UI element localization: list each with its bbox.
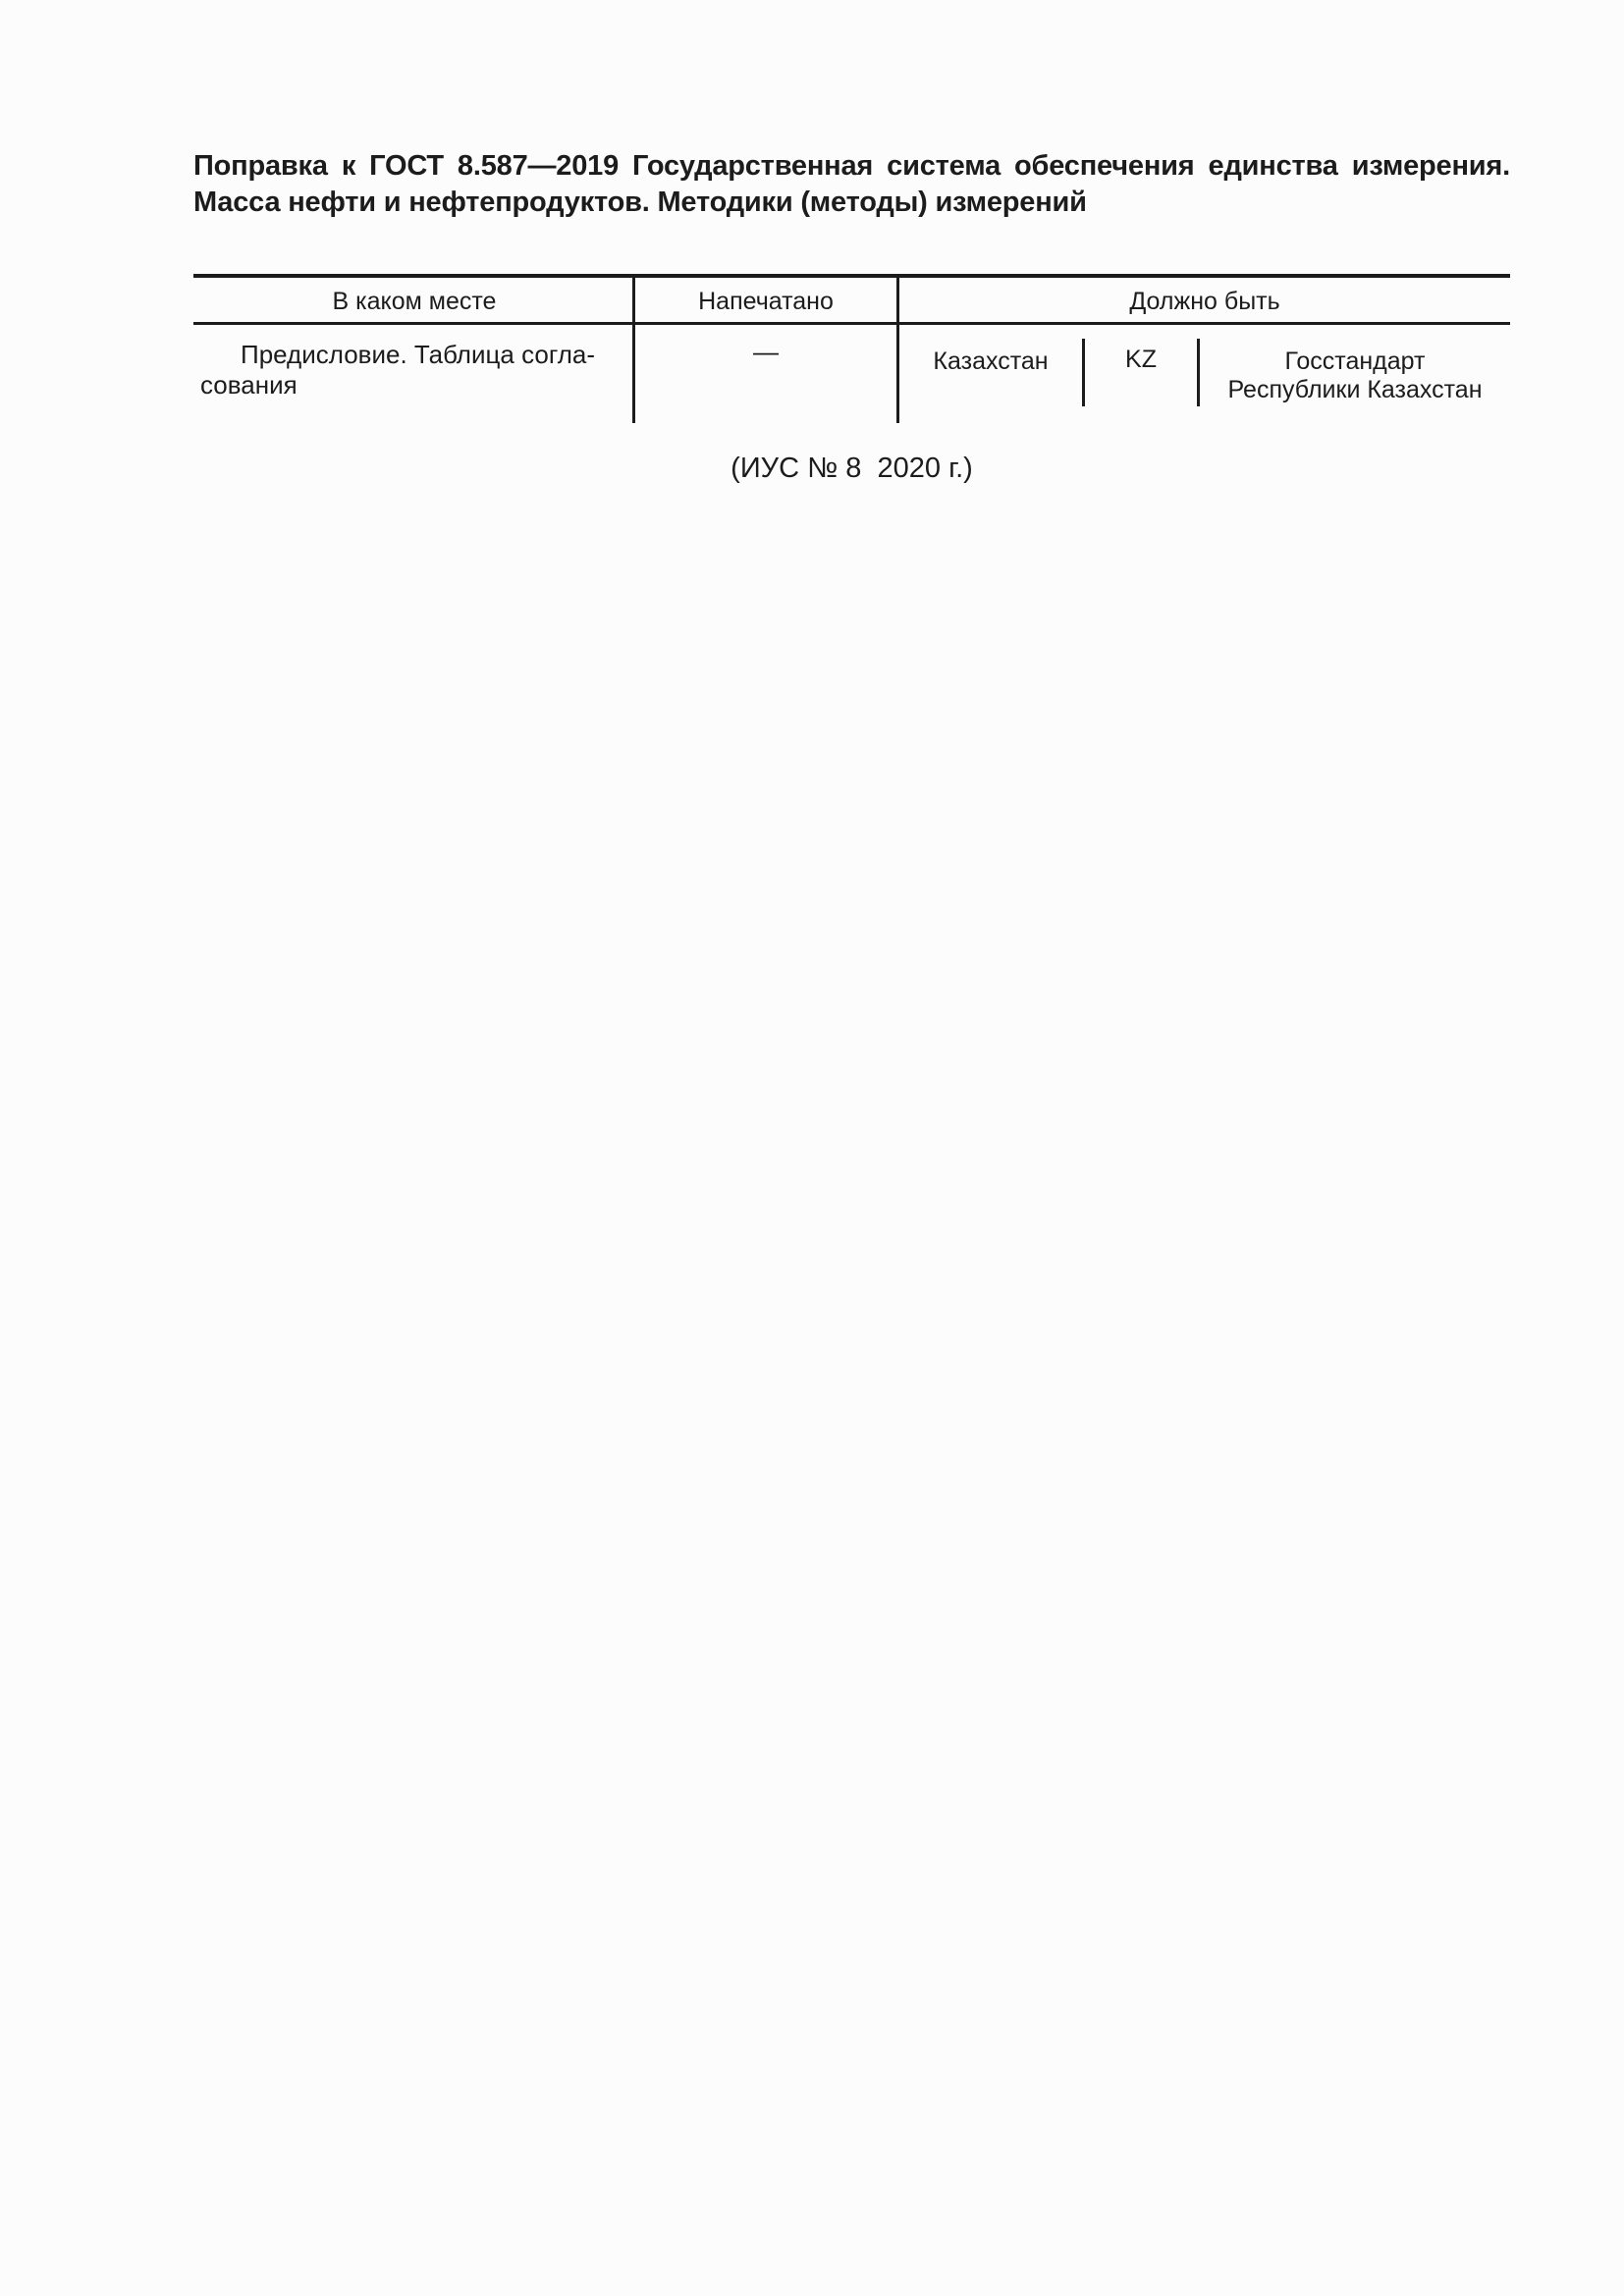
publication-note: (ИУС № 8 2020 г.) (731, 453, 973, 484)
cell-authority-line-2: Республики Казахстан (1227, 376, 1483, 403)
table-column-divider-1 (632, 274, 635, 423)
column-header-printed: Напечатано (698, 288, 834, 315)
table-top-border (193, 274, 1510, 278)
table-header-separator (193, 322, 1510, 325)
table-subcolumn-divider-1 (1082, 339, 1085, 406)
table-column-divider-2 (896, 274, 899, 423)
column-header-where: В каком месте (332, 288, 497, 315)
cell-where-line-2: сования (200, 370, 298, 400)
column-header-should-be: Должно быть (1129, 288, 1280, 315)
cell-where-line-1: Предисловие. Таблица согла- (241, 340, 596, 369)
cell-where: Предисловие. Таблица согла- сования (200, 340, 624, 400)
cell-authority-line-1: Госстандарт (1284, 347, 1426, 375)
cell-should-be-country-code: KZ (1125, 346, 1157, 373)
document-title: Поправка к ГОСТ 8.587—2019 Государственн… (193, 150, 1510, 218)
cell-printed-dash: — (753, 337, 779, 366)
cell-should-be-country: Казахстан (933, 347, 1049, 375)
cell-should-be-authority: Госстандарт Республики Казахстан (1200, 347, 1510, 404)
table-subcolumn-divider-2 (1197, 339, 1200, 406)
